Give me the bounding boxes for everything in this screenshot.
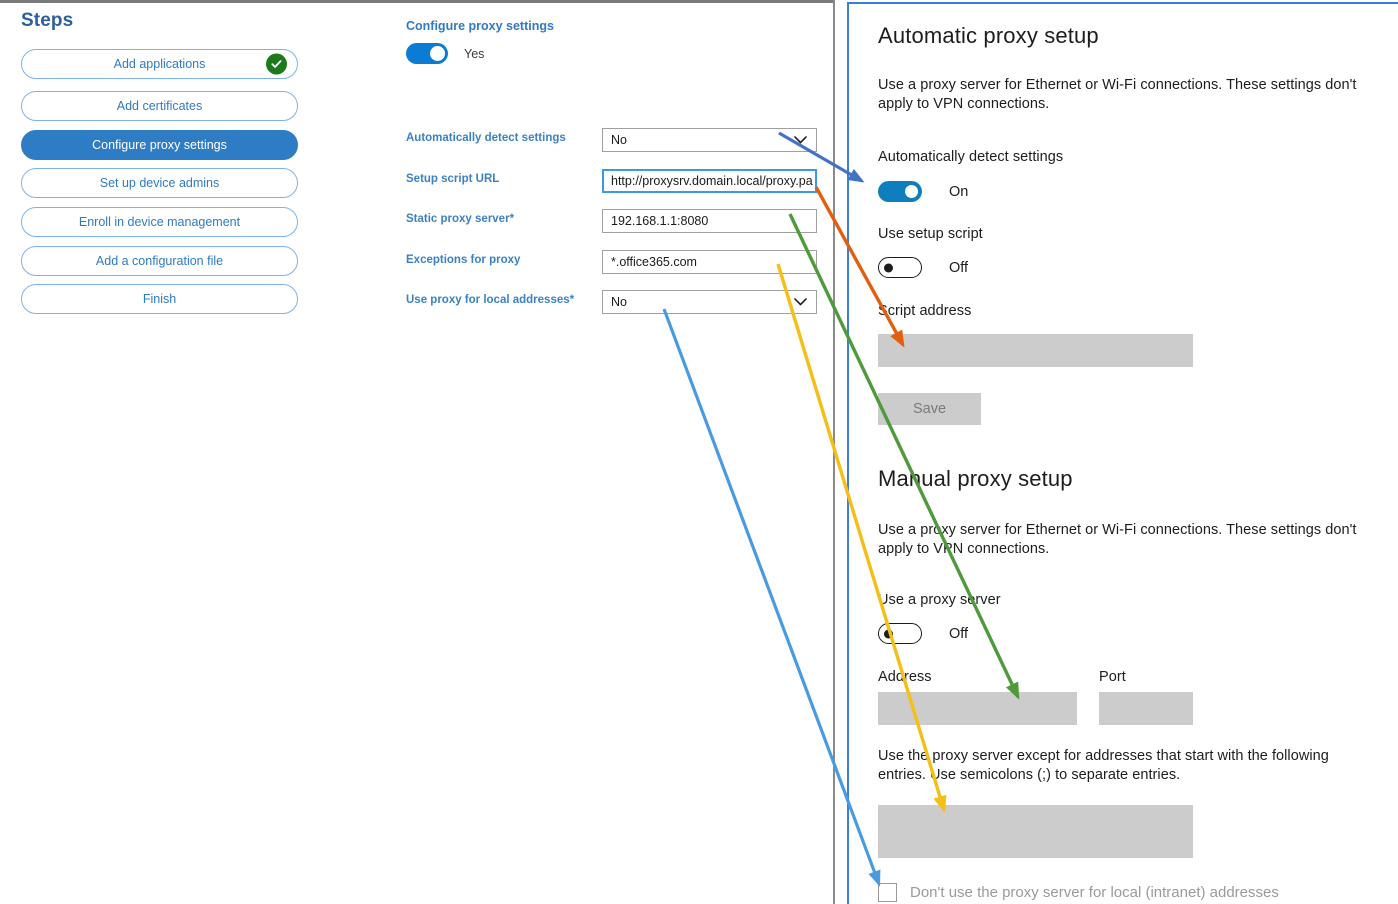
field-label: Automatically detect settings [406, 132, 566, 144]
port-input[interactable] [1099, 692, 1193, 725]
automatically-detect-settings-label: Automatically detect settings [878, 149, 1064, 165]
local-addresses-checkbox-row[interactable]: Don't use the proxy server for local (in… [878, 883, 1279, 902]
top-divider [0, 0, 834, 3]
step-label: Enroll in device management [78, 215, 241, 229]
sidebar-step-add-applications[interactable]: Add applications [21, 49, 298, 79]
save-button[interactable]: Save [878, 393, 981, 425]
step-label: Add certificates [116, 99, 203, 113]
sidebar-step-finish[interactable]: Finish [21, 284, 298, 314]
step-label: Configure proxy settings [92, 138, 227, 152]
sidebar-step-add-a-configuration-file[interactable]: Add a configuration file [21, 246, 298, 276]
field-label: Exceptions for proxy [406, 254, 521, 266]
form-heading: Configure proxy settings [406, 19, 554, 33]
use-a-proxy-server-toggle[interactable] [878, 623, 922, 644]
port-label: Port [1099, 669, 1126, 685]
use-setup-script-toggle-row: Off [878, 257, 968, 278]
input-value: *.office365.com [611, 255, 697, 269]
static-proxy-server-input[interactable]: 192.168.1.1:8080 [602, 209, 817, 233]
automatically-detect-settings-select[interactable]: No [602, 128, 817, 152]
use-setup-script-label: Use setup script [878, 226, 983, 242]
toggle-state-label: On [949, 183, 969, 200]
address-input[interactable] [878, 692, 1077, 725]
windows-proxy-settings-pane: Automatic proxy setup Use a proxy server… [847, 2, 1398, 904]
use-setup-script-toggle[interactable] [878, 257, 922, 278]
input-value: 192.168.1.1:8080 [611, 214, 709, 228]
field-label: Setup script URL [406, 173, 500, 185]
check-icon [266, 53, 287, 75]
automatically-detect-settings-toggle-row: On [878, 181, 968, 202]
exceptions-for-proxy-input[interactable]: *.office365.com [602, 250, 817, 274]
toggle-state-label: Off [949, 625, 969, 642]
use-a-proxy-server-label: Use a proxy server [878, 592, 1001, 608]
field-label: Static proxy server* [406, 213, 515, 225]
input-value: http://proxysrv.domain.local/proxy.pa [611, 174, 813, 188]
step-label: Add applications [113, 57, 206, 71]
checkbox-icon[interactable] [878, 883, 897, 902]
manual-proxy-description: Use a proxy server for Ethernet or Wi-Fi… [878, 522, 1357, 558]
chevron-down-icon [794, 296, 807, 308]
use-proxy-for-local-addresses-select[interactable]: No [602, 290, 817, 314]
setup-script-url-input[interactable]: http://proxysrv.domain.local/proxy.pa [602, 169, 817, 193]
field-label: Use proxy for local addresses* [406, 294, 575, 306]
script-address-label: Script address [878, 303, 972, 319]
automatically-detect-settings-toggle[interactable] [878, 181, 922, 202]
save-button-label: Save [912, 401, 947, 417]
exceptions-description: Use the proxy server except for addresse… [878, 748, 1329, 784]
step-label: Finish [142, 292, 177, 306]
sidebar-step-set-up-device-admins[interactable]: Set up device admins [21, 168, 298, 198]
select-value: No [611, 295, 627, 309]
steps-panel: Steps Add applications Add certificates … [0, 3, 333, 904]
toggle-state-label: Off [949, 259, 969, 276]
configure-proxy-toggle-row: Yes [406, 43, 484, 64]
proxy-form-panel: Configure proxy settings Yes Automatical… [337, 0, 833, 904]
local-addresses-checkbox-label: Don't use the proxy server for local (in… [910, 884, 1279, 901]
step-label: Set up device admins [99, 176, 220, 190]
use-a-proxy-server-toggle-row: Off [878, 623, 968, 644]
exceptions-input[interactable] [878, 805, 1193, 858]
address-label: Address [878, 669, 932, 685]
sidebar-step-enroll-in-device-management[interactable]: Enroll in device management [21, 207, 298, 237]
select-value: No [611, 133, 627, 147]
automatic-proxy-description: Use a proxy server for Ethernet or Wi-Fi… [878, 77, 1357, 113]
manual-proxy-setup-heading: Manual proxy setup [878, 466, 1073, 491]
script-address-input[interactable] [878, 334, 1193, 367]
automatic-proxy-setup-heading: Automatic proxy setup [878, 23, 1099, 48]
steps-title: Steps [21, 10, 74, 31]
configure-proxy-toggle-label: Yes [464, 46, 485, 61]
chevron-down-icon [794, 134, 807, 146]
configure-proxy-toggle[interactable] [406, 43, 448, 64]
sidebar-step-configure-proxy-settings[interactable]: Configure proxy settings [21, 130, 298, 160]
panel-divider [833, 0, 835, 904]
step-label: Add a configuration file [95, 254, 224, 268]
sidebar-step-add-certificates[interactable]: Add certificates [21, 91, 298, 121]
